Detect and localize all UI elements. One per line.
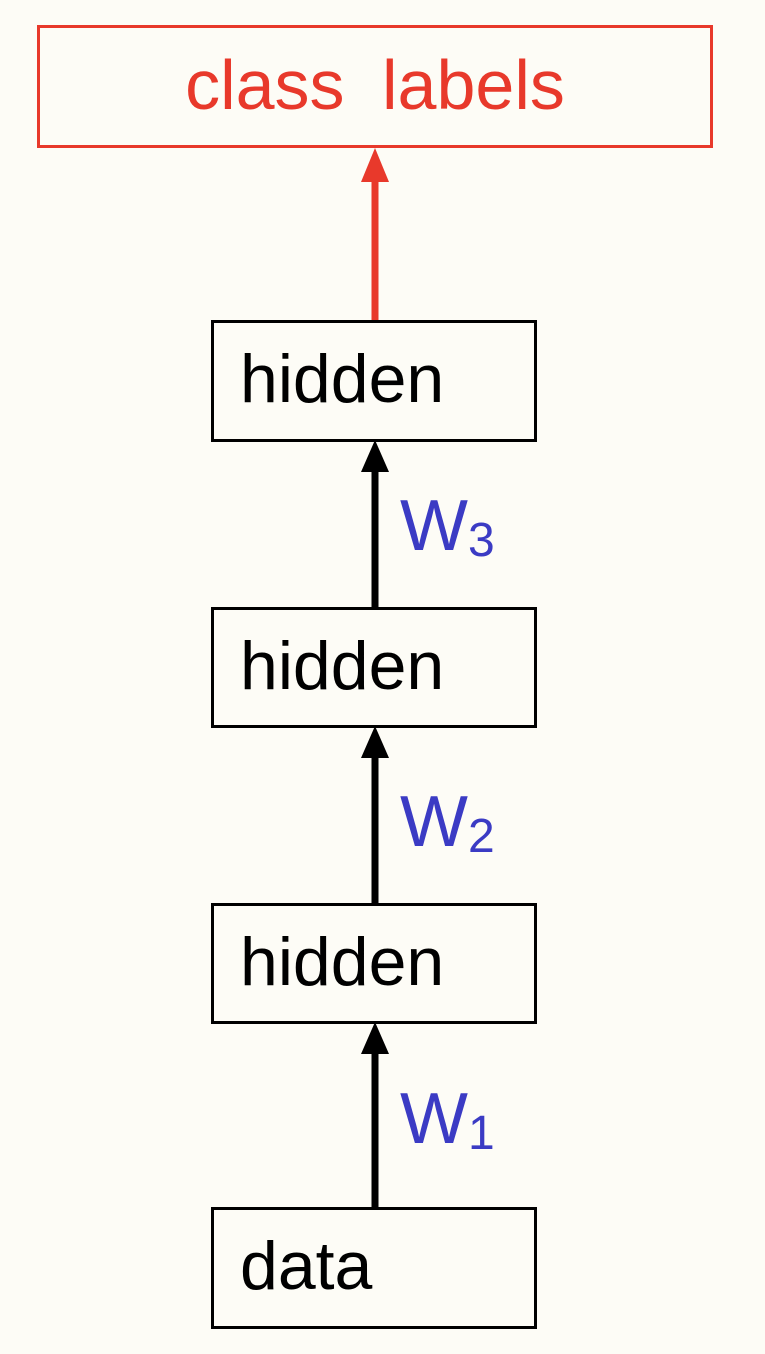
arrow-head-w1: [361, 1022, 389, 1054]
hidden-layer-3-label: hidden: [240, 341, 445, 417]
weight-w2-sub: 2: [467, 810, 495, 863]
arrow-head-w3: [361, 440, 389, 472]
arrow-head-class-labels: [361, 148, 389, 182]
weight-w1-name: W: [400, 1079, 468, 1159]
hidden-layer-2: hidden: [211, 607, 537, 728]
hidden-layer-1-label: hidden: [240, 923, 445, 1000]
class-labels-box: class labels: [37, 25, 713, 148]
weight-label-w1: W1: [400, 1083, 495, 1158]
weight-w3-sub: 3: [467, 514, 495, 567]
data-layer-label: data: [240, 1228, 373, 1304]
weight-w2-name: W: [400, 782, 468, 862]
arrow-head-w2: [361, 726, 389, 758]
hidden-layer-2-label: hidden: [240, 627, 445, 704]
weight-w1-sub: 1: [467, 1107, 495, 1160]
data-layer: data: [211, 1207, 537, 1329]
hidden-layer-3: hidden: [211, 320, 537, 442]
class-labels-text: class labels: [185, 45, 565, 124]
weight-label-w3: W3: [400, 490, 495, 565]
weight-label-w2: W2: [400, 786, 495, 861]
hidden-layer-1: hidden: [211, 903, 537, 1024]
weight-w3-name: W: [400, 486, 468, 566]
